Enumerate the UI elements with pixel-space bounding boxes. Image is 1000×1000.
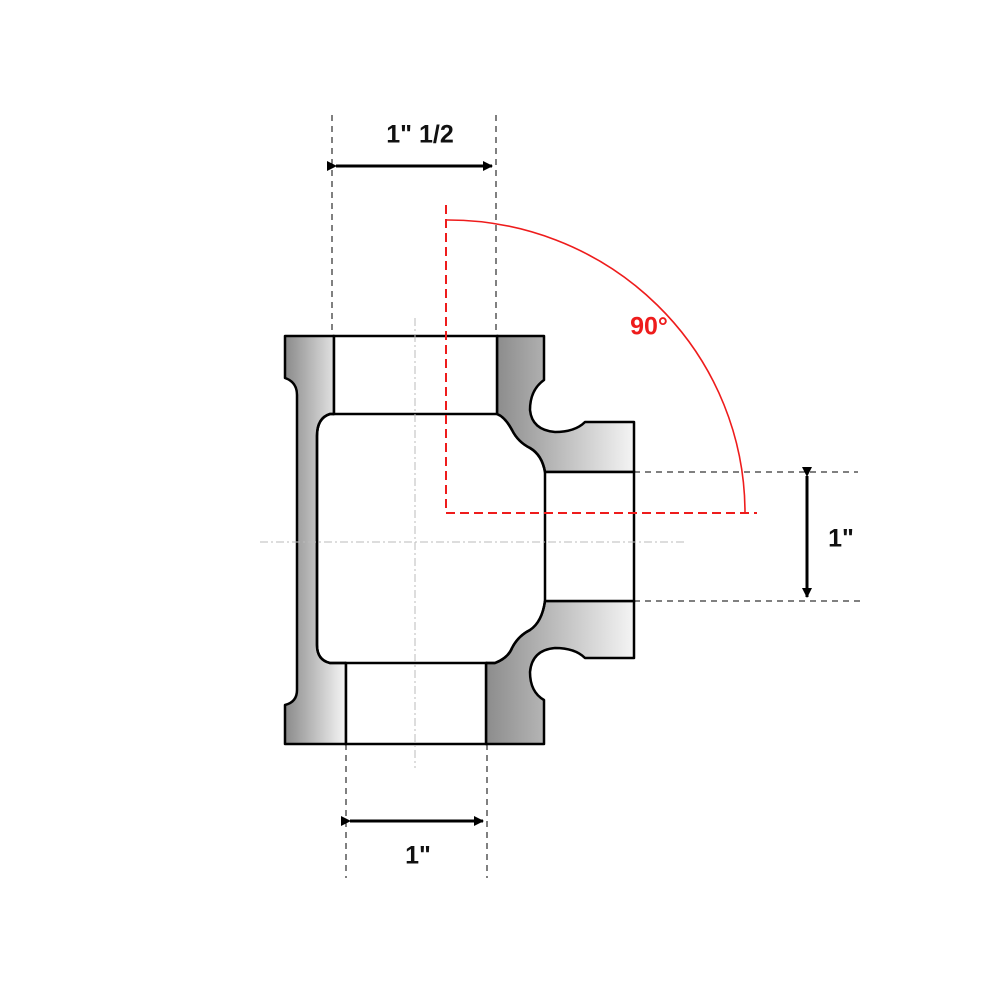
angle-arc [445, 219, 746, 514]
extension-lines [331, 115, 862, 878]
inner-cavity [315, 412, 547, 665]
centerlines-overlay [260, 318, 685, 768]
angle-label: 90° [630, 312, 668, 341]
dimension-arrows [327, 161, 812, 826]
bottom-dimension-label: 1" [405, 841, 431, 870]
side-dimension-label: 1" [828, 524, 854, 553]
right-lower-wall [484, 599, 636, 746]
bottom-bore [344, 661, 488, 746]
side-bore [543, 470, 636, 603]
right-upper-wall [495, 334, 636, 474]
angle-indicator [445, 205, 757, 514]
top-dimension-label: 1" 1/2 [386, 120, 454, 149]
